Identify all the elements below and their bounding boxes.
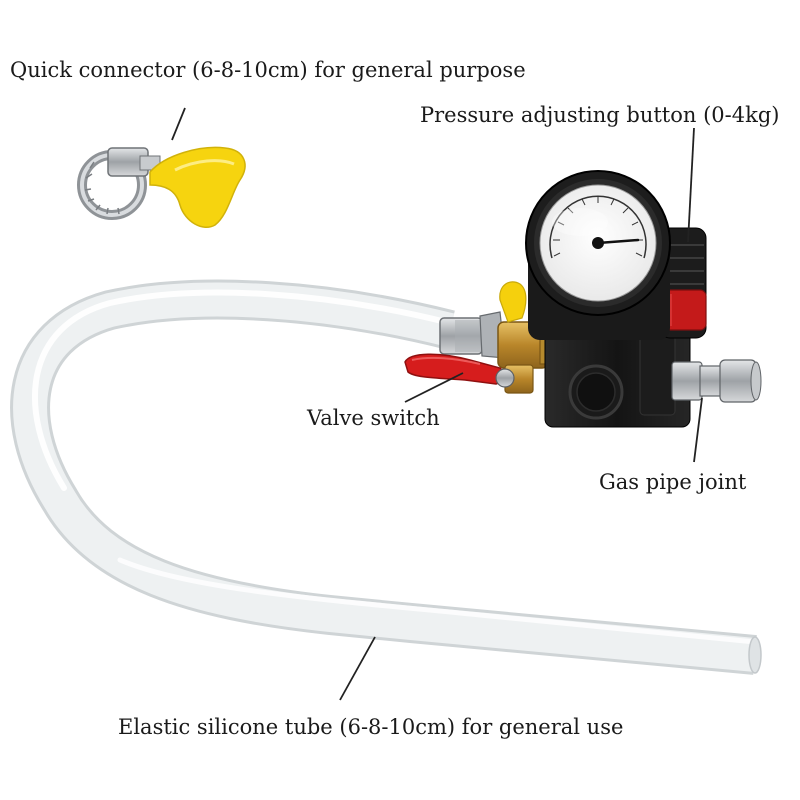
gas-pipe-joint	[671, 359, 762, 403]
pressure-adjusting-button-label: Pressure adjusting button (0-4kg)	[420, 103, 780, 127]
callout-line-valve-switch	[404, 372, 464, 403]
callout-line-gas-pipe-joint	[693, 397, 703, 463]
gas-pipe-joint-label: Gas pipe joint	[599, 470, 747, 494]
valve-switch-label: Valve switch	[307, 406, 440, 430]
quick-connector-label: Quick connector (6-8-10cm) for general p…	[10, 58, 526, 82]
regulator-body	[544, 321, 691, 428]
callout-lines	[171, 107, 703, 701]
quick-connector-clamp	[77, 147, 161, 220]
silicone-tube	[10, 279, 762, 675]
callout-line-quick-connector	[171, 107, 186, 141]
callout-line-silicone-tube	[339, 636, 376, 701]
callout-line-pressure-button	[687, 127, 695, 243]
valve-switch-handle	[404, 353, 515, 388]
yellow-valve-handle-icon	[499, 281, 527, 323]
yellow-key-icon	[149, 146, 246, 228]
inlet-fitting	[439, 311, 506, 359]
pressure-gauge	[525, 170, 671, 340]
silicone-tube-label: Elastic silicone tube (6-8-10cm) for gen…	[118, 715, 624, 739]
